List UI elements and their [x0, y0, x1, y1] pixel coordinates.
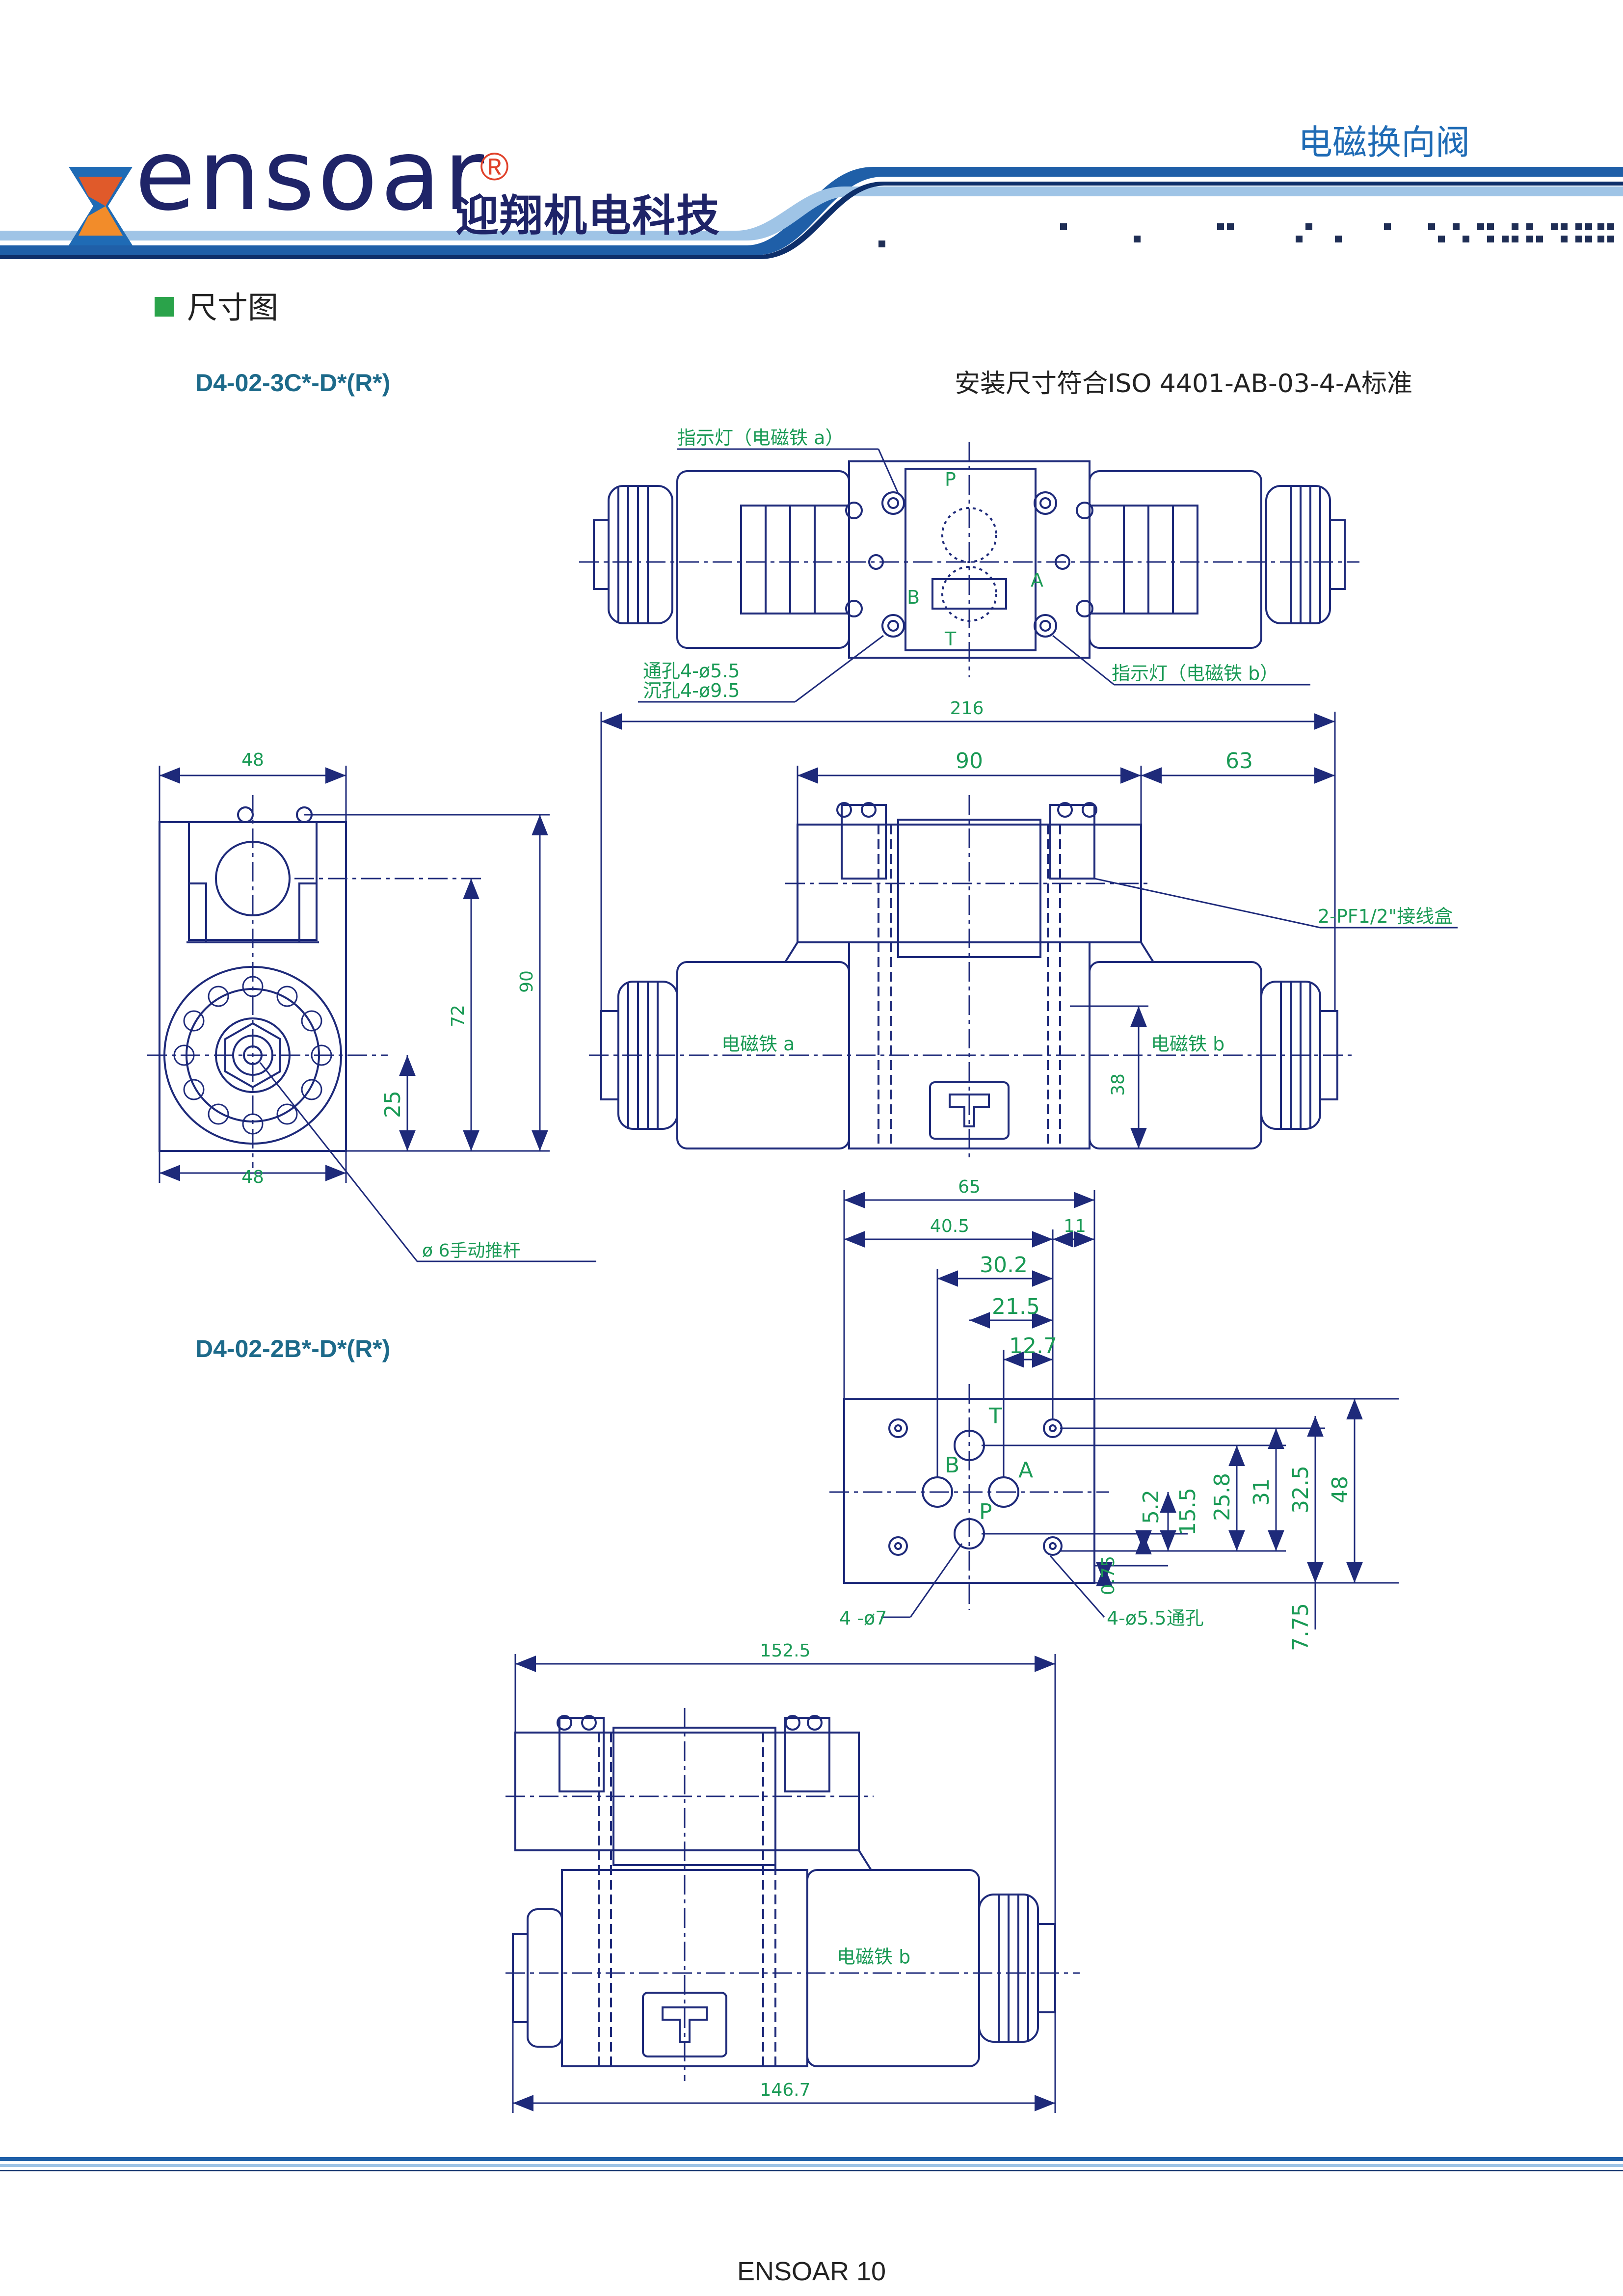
port-holes-label: 4 -ø7	[839, 1607, 887, 1629]
port-dim-21-5: 21.5	[992, 1294, 1040, 1319]
model-3c-label: D4-02-3C*-D*(R*)	[195, 369, 391, 397]
view-2b-solenoid-b-label: 电磁铁 b	[837, 1946, 910, 1968]
brand-logo-icon	[69, 167, 133, 245]
port-dim-31: 31	[1249, 1478, 1274, 1506]
section-title: 尺寸图	[155, 291, 278, 325]
side-dim-25: 25	[380, 1091, 405, 1118]
brand-wordmark: ensoar	[135, 118, 487, 233]
technical-drawings: 指示灯（电磁铁 a） 指示灯（电磁铁 b） 通孔4-ø5.5 沉孔4-ø9.5 …	[147, 427, 1458, 2113]
brand-chinese-name: 迎翔机电科技	[455, 190, 721, 241]
port-dim-11: 11	[1064, 1216, 1086, 1236]
side-view-dimensions	[159, 766, 596, 1262]
port-a-label: A	[1018, 1458, 1033, 1483]
side-dim-72: 72	[448, 1005, 468, 1027]
top-port-a: A	[1031, 569, 1043, 591]
header-banner	[0, 167, 1623, 259]
indicator-b-label: 指示灯（电磁铁 b）	[1112, 663, 1278, 684]
side-dim-48-top: 48	[241, 750, 264, 770]
dim-38: 38	[1108, 1073, 1128, 1096]
product-category-title: 电磁换向阀	[1298, 122, 1470, 162]
model-2b-label: D4-02-2B*-D*(R*)	[195, 1335, 391, 1362]
side-dim-90: 90	[517, 970, 537, 993]
top-view-drawing	[579, 442, 1359, 677]
bolt-holes-label: 4-ø5.5通孔	[1107, 1607, 1204, 1629]
port-view-dimensions	[843, 1190, 1399, 1629]
top-port-p: P	[945, 469, 956, 490]
pixel-decoration	[878, 223, 1614, 247]
port-dim-65: 65	[958, 1177, 981, 1197]
manual-pin-label: ø 6手动推杆	[422, 1241, 520, 1261]
port-dim-5-2: 5.2	[1139, 1490, 1164, 1524]
port-dim-15-5: 15.5	[1175, 1488, 1200, 1536]
port-t-label: T	[988, 1404, 1002, 1429]
port-dim-25-8: 25.8	[1210, 1473, 1235, 1521]
top-port-t: T	[944, 628, 957, 650]
footer-rule	[0, 2157, 1623, 2171]
through-hole-label: 通孔4-ø5.5	[643, 660, 740, 682]
standard-note: 安装尺寸符合ISO 4401-AB-03-4-A标准	[955, 369, 1412, 399]
port-dim-0-75: 0.75	[1098, 1556, 1118, 1595]
counterbore-label: 沉孔4-ø9.5	[643, 680, 740, 701]
side-dim-48-bottom: 48	[241, 1167, 264, 1187]
port-dim-48: 48	[1328, 1476, 1353, 1503]
junction-box-label: 2-PF1/2"接线盒	[1318, 906, 1453, 927]
port-b-label: B	[945, 1453, 959, 1478]
top-port-b: B	[907, 587, 920, 608]
dim-63: 63	[1225, 748, 1253, 774]
view-2b-dim-146-7: 146.7	[760, 2080, 810, 2100]
port-dim-7-75: 7.75	[1288, 1603, 1313, 1651]
indicator-a-label: 指示灯（电磁铁 a）	[677, 427, 844, 449]
solenoid-a-label: 电磁铁 a	[721, 1033, 795, 1055]
top-view-leaders	[638, 448, 1310, 703]
port-dim-12-7: 12.7	[1009, 1334, 1057, 1359]
solenoid-b-label: 电磁铁 b	[1151, 1033, 1224, 1055]
square-bullet-icon	[155, 296, 174, 317]
front-view-dimensions	[600, 712, 1458, 1148]
port-dim-40-5: 40.5	[930, 1216, 969, 1236]
port-view-drawing	[829, 1384, 1109, 1610]
section-title-text: 尺寸图	[187, 290, 279, 325]
side-view-drawing	[147, 795, 486, 1168]
port-p-label: P	[979, 1499, 992, 1524]
front-view-drawing	[589, 795, 1355, 1158]
registered-mark: ®	[480, 145, 509, 188]
dim-90: 90	[956, 748, 983, 774]
port-dim-32-5: 32.5	[1288, 1466, 1313, 1514]
page-number: ENSOAR 10	[737, 2257, 886, 2286]
view-2b-dim-152-5: 152.5	[760, 1641, 810, 1661]
port-dim-30-2: 30.2	[980, 1253, 1028, 1278]
view-2b-dimensions	[512, 1654, 1056, 2113]
view-2b-drawing	[506, 1708, 1080, 2081]
dim-216: 216	[950, 698, 984, 719]
